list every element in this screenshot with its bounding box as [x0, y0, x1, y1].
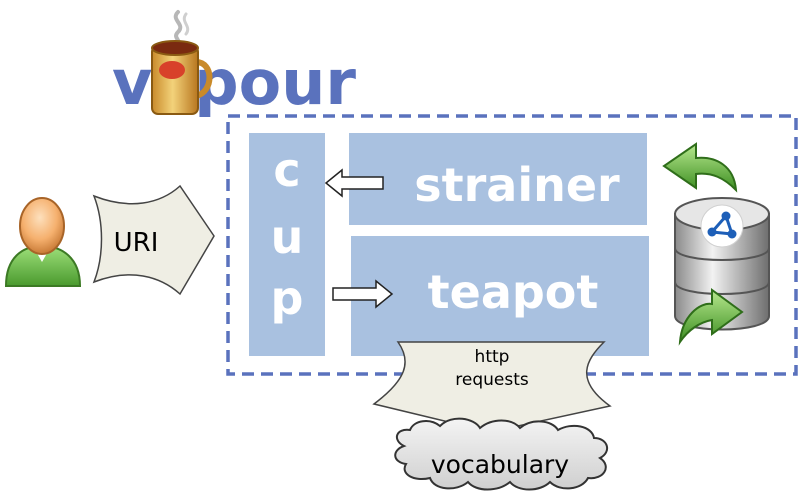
strainer-box: [349, 133, 647, 225]
vocabulary-label: vocabulary: [431, 450, 569, 479]
user-icon: [4, 197, 82, 287]
database-icon: [674, 197, 770, 331]
cup-letter-c: c: [273, 143, 300, 197]
http-requests-label-line1: http: [475, 347, 510, 367]
refresh-arrow-icon-bottom: [678, 288, 744, 346]
mug-icon: [151, 10, 213, 115]
vocabulary-cloud: [394, 417, 609, 491]
teapot-label: teapot: [428, 265, 599, 319]
http-requests-arrow: [372, 341, 612, 433]
uri-arrow: [92, 184, 215, 296]
uri-arrow-label: URI: [114, 228, 159, 258]
http-requests-label-line2: requests: [455, 370, 529, 390]
refresh-arrow-icon-top: [662, 142, 738, 193]
teapot-box: [351, 236, 649, 356]
strainer-label: strainer: [414, 158, 620, 212]
diagram-title: vapour: [112, 46, 356, 119]
cup-letter-p: p: [271, 271, 304, 325]
cup-box: [249, 133, 325, 356]
cup-to-teapot-arrow: [332, 279, 394, 309]
strainer-to-cup-arrow: [324, 168, 384, 198]
cup-letter-u: u: [271, 210, 304, 264]
